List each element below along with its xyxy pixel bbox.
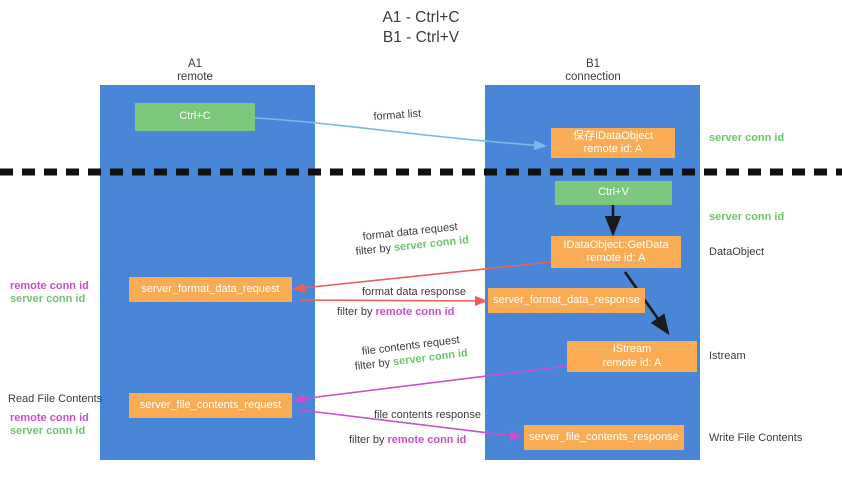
node-ctrl-c-label: Ctrl+C (179, 110, 211, 123)
side-label-remote-conn-id-2: remote conn id (10, 412, 89, 424)
filter-value-2: remote conn id (375, 306, 455, 318)
filter-prefix-2: filter by (337, 306, 376, 318)
side-label-remote-conn-id-1: remote conn id (10, 280, 89, 292)
node-server-format-data-response[interactable]: server_format_data_response (488, 288, 645, 313)
title-line-2: B1 - Ctrl+V (382, 29, 460, 46)
filter-prefix-4: filter by (349, 434, 388, 446)
side-label-write-file-contents: Write File Contents (709, 432, 803, 444)
edge-label-format-data-response-filter: filter by remote conn id (337, 305, 454, 319)
page-title: A1 - Ctrl+C B1 - Ctrl+V (0, 8, 842, 48)
node-istream-line1: IStream (612, 343, 652, 355)
lane-b1-name: B1 (585, 58, 601, 70)
node-set-dataobject-line1: 保存IDataObject (572, 129, 654, 142)
node-ctrl-c[interactable]: Ctrl+C (135, 103, 255, 131)
side-label-dataobject: DataObject (709, 246, 765, 258)
node-set-dataobject-line2: remote id: A (583, 143, 643, 155)
lane-a1-sub: remote (177, 71, 213, 83)
edge-label-file-contents-response-filter: filter by remote conn id (349, 433, 466, 447)
node-server-file-contents-request[interactable]: server_file_contents_request (129, 393, 292, 418)
filter-prefix-1: filter by (355, 241, 395, 258)
node-server-format-data-request[interactable]: server_format_data_request (129, 277, 292, 302)
filter-value-4: remote conn id (387, 434, 467, 446)
node-server-format-data-response-label: server_format_data_response (493, 293, 640, 306)
edge-label-format-data-response: format data response (362, 286, 466, 298)
edge-label-format-list: format list (373, 107, 422, 123)
side-label-server-conn-id-2: server conn id (709, 211, 785, 223)
node-ctrl-v-label: Ctrl+V (598, 186, 629, 199)
node-server-file-contents-response[interactable]: server_file_contents_response (524, 425, 684, 450)
edge-format-data-response (299, 295, 488, 307)
node-idataobject-getdata[interactable]: IDataObject::GetData remote id: A (551, 236, 681, 268)
node-getdata-line2: remote id: A (586, 252, 646, 264)
node-ctrl-v[interactable]: Ctrl+V (555, 181, 672, 205)
node-istream[interactable]: IStream remote id: A (567, 341, 697, 372)
side-label-server-conn-id-1: server conn id (709, 132, 785, 144)
node-getdata-line1: IDataObject::GetData (563, 238, 669, 251)
lane-b1-sub: connection (565, 71, 621, 83)
lane-header-b1: B1 connection (528, 58, 658, 84)
filter-prefix-3: filter by (354, 356, 394, 373)
side-label-server-conn-id-4: server conn id (10, 425, 86, 437)
side-label-istream: Istream (709, 350, 746, 362)
node-server-file-contents-response-label: server_file_contents_response (529, 430, 679, 443)
title-line-1: A1 - Ctrl+C (382, 9, 460, 26)
side-label-read-file-contents: Read File Contents (8, 393, 103, 405)
node-server-file-contents-request-label: server_file_contents_request (139, 398, 282, 411)
node-istream-line2: remote id: A (602, 356, 662, 369)
edge-label-file-contents-response: file contents response (374, 409, 482, 421)
side-label-server-conn-id-3: server conn id (10, 293, 86, 305)
node-set-dataobject[interactable]: 保存IDataObject remote id: A (551, 128, 675, 158)
node-server-format-data-request-label: server_format_data_request (141, 282, 280, 295)
lane-header-a1: A1 remote (130, 58, 260, 84)
lane-a1-name: A1 (187, 58, 203, 70)
